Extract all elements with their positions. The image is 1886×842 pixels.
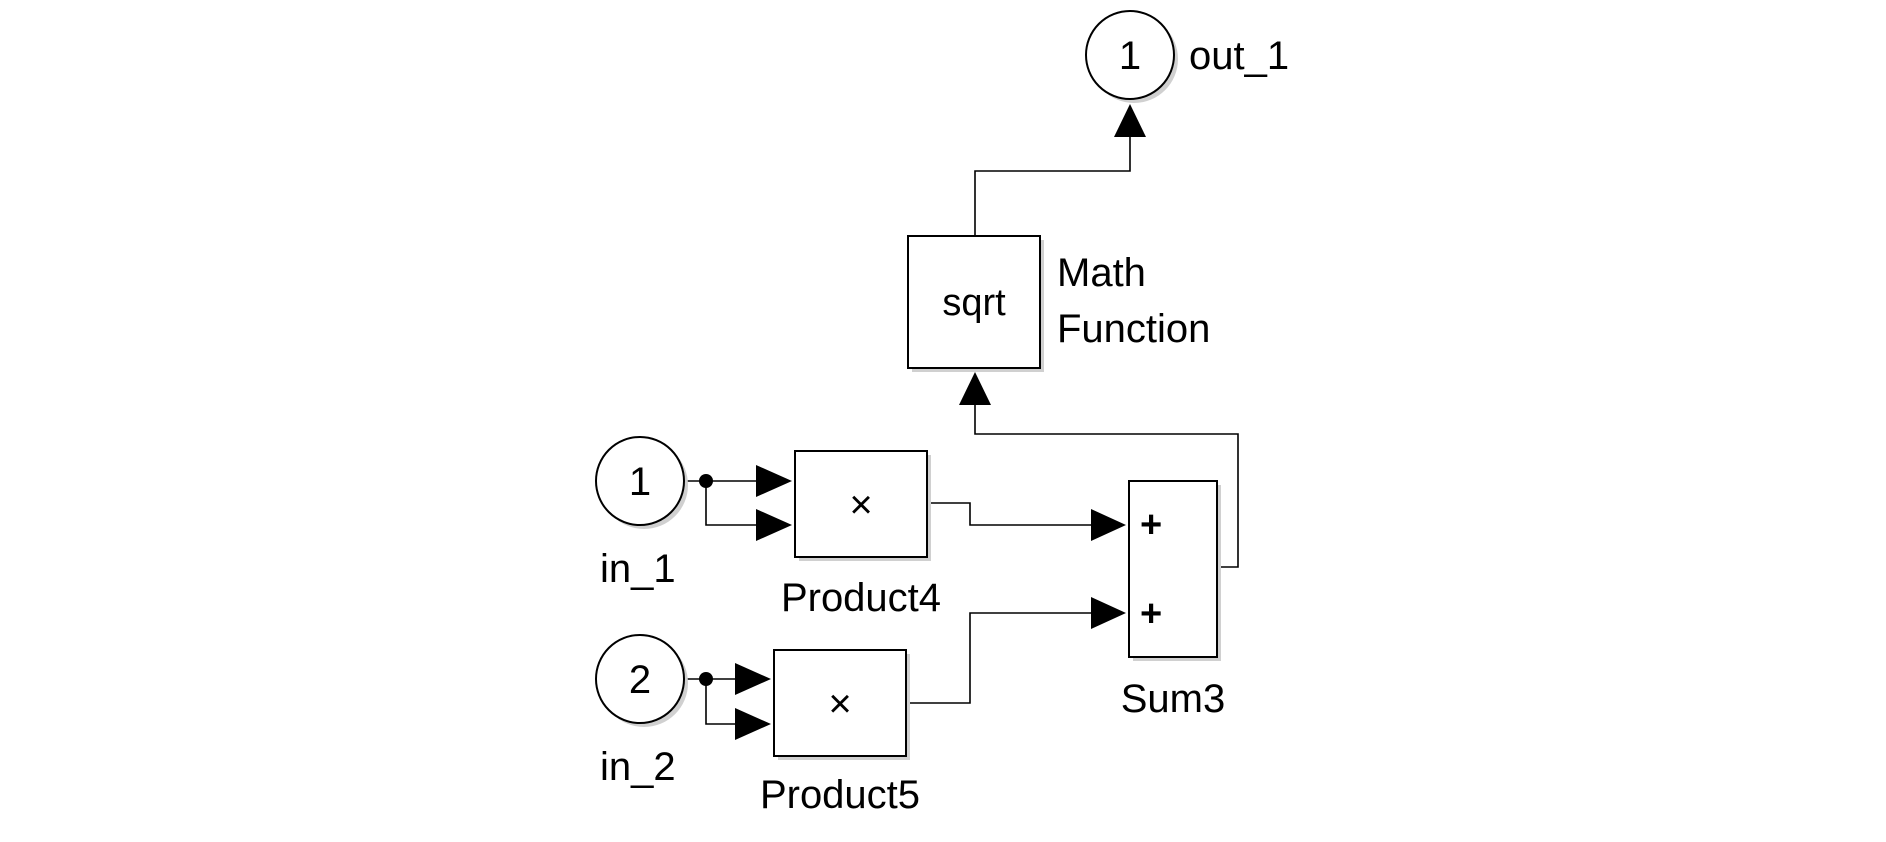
outport-out1[interactable]: 1 [1085,10,1178,103]
product5-label: Product5 [760,773,920,817]
branch-point-in1 [699,474,713,488]
branch-point-in2 [699,672,713,686]
product4-label: Product4 [781,576,941,620]
inport-in1-label: in_1 [600,547,676,591]
outport-out1-label: out_1 [1189,34,1289,78]
wire-product4-to-sum3[interactable] [926,502,1092,526]
math-function-text: sqrt [942,282,1006,324]
inport-in2-number: 2 [629,658,651,702]
wire-sum-to-sqrt[interactable] [974,405,1239,568]
sum3-block[interactable]: + + [1128,480,1221,661]
arrowhead-sqrt [959,372,991,405]
inport-in1[interactable]: 1 [595,436,688,529]
wire-sqrt-to-out1[interactable] [974,136,1131,236]
product4-symbol: × [849,483,872,527]
wire-in2-to-product5-b[interactable] [705,679,736,725]
product5-block[interactable]: × [773,649,910,760]
inport-in2-label: in_2 [600,745,676,789]
outport-out1-number: 1 [1119,34,1141,78]
arrowhead-product5-in2 [735,708,771,740]
sum3-sign-1: + [1140,504,1162,546]
inport-in2[interactable]: 2 [595,634,688,727]
sum3-label: Sum3 [1121,677,1226,721]
math-function-block[interactable]: sqrt [907,235,1044,372]
wire-product5-to-sum3[interactable] [905,612,1092,704]
arrowhead-out1 [1114,104,1146,137]
product5-symbol: × [828,682,851,726]
wire-in1-to-product4-b[interactable] [705,481,758,526]
arrowhead-product4-in2 [756,509,792,541]
arrowhead-product4-in1 [756,465,792,497]
product4-block[interactable]: × [794,450,931,561]
arrowhead-sum3-in1 [1091,509,1126,541]
math-function-label-line1: Math [1057,251,1146,295]
inport-in1-number: 1 [629,460,651,504]
arrowhead-sum3-in2 [1091,597,1126,629]
sum3-sign-2: + [1140,593,1162,635]
arrowhead-product5-in1 [735,663,771,695]
math-function-label-line2: Function [1057,307,1210,351]
